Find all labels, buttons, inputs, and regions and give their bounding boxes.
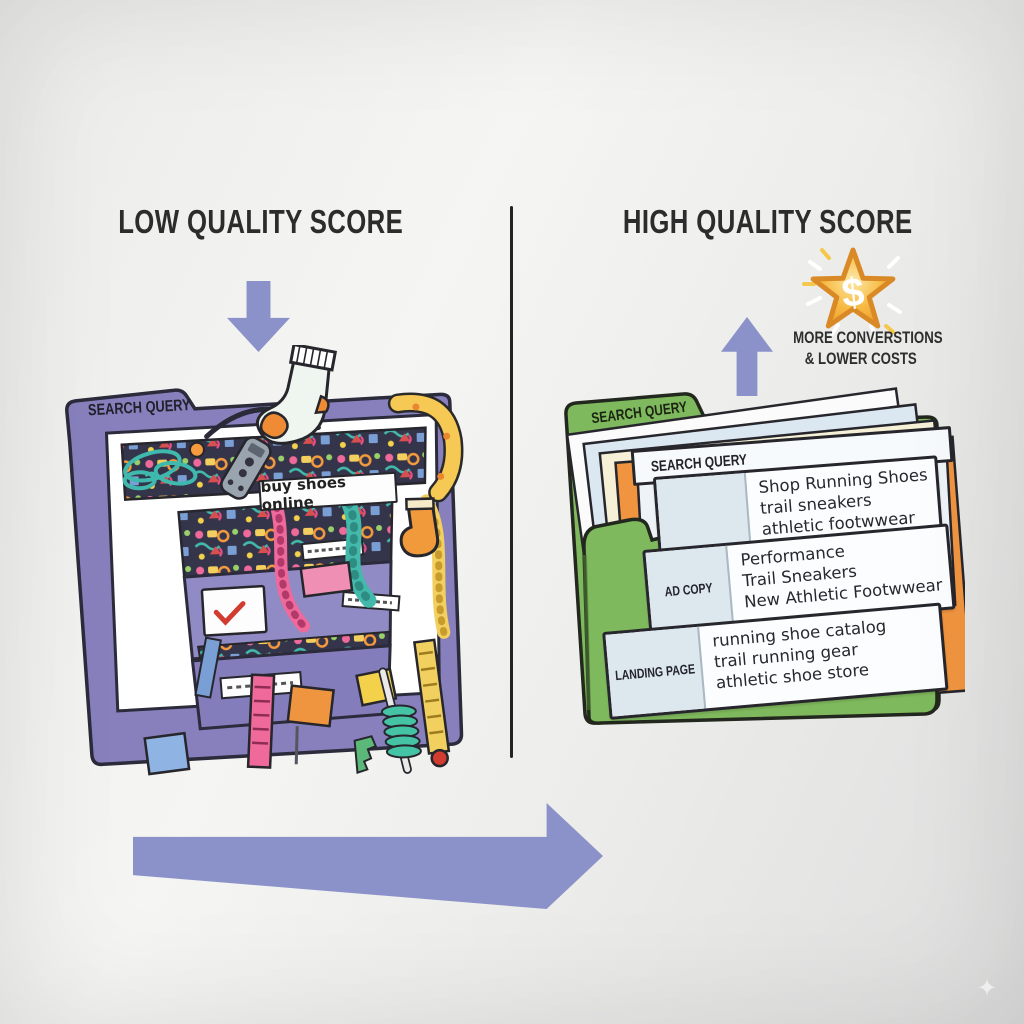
vertical-divider: [510, 206, 513, 758]
sparkle-icon: ✦: [977, 975, 998, 1002]
high-quality-title-text: HIGH QUALITY SCORE: [622, 203, 913, 240]
dollar-star-icon: $: [802, 247, 902, 338]
low-quality-title-text: LOW QUALITY SCORE: [118, 203, 404, 240]
caption-line-1: MORE CONVERSTIONS: [793, 328, 943, 347]
row-label: LANDING PAGE: [605, 626, 707, 717]
remote-control-icon: [220, 436, 272, 500]
row-label: AD COPY: [645, 545, 735, 633]
orange-sock-icon: [399, 497, 440, 558]
arrow-down-icon: [227, 281, 290, 352]
messy-folder-illustration: [65, 345, 464, 776]
benefits-caption: MORE CONVERSTIONS & LOWER COSTS: [772, 327, 950, 369]
sticky-notes: [143, 560, 398, 776]
sock-icon: [255, 345, 338, 445]
hook-hose-icon: [387, 392, 464, 503]
arrow-right-icon: [133, 803, 603, 909]
low-quality-title: LOW QUALITY SCORE: [78, 203, 438, 241]
row-content: running shoe catalog trail running gear …: [711, 616, 887, 693]
gummy-icon: [353, 735, 378, 774]
caption-line-2: & LOWER COSTS: [805, 349, 917, 368]
wire-tangle-icon: [122, 449, 198, 491]
dollar-symbol: $: [840, 270, 867, 316]
messy-query-label: buy shoes online: [258, 471, 398, 514]
coil-icon: [380, 704, 422, 759]
dangling-tapes: [246, 638, 451, 774]
sparkle-rays: [806, 256, 902, 338]
high-quality-title: HIGH QUALITY SCORE: [582, 203, 942, 241]
